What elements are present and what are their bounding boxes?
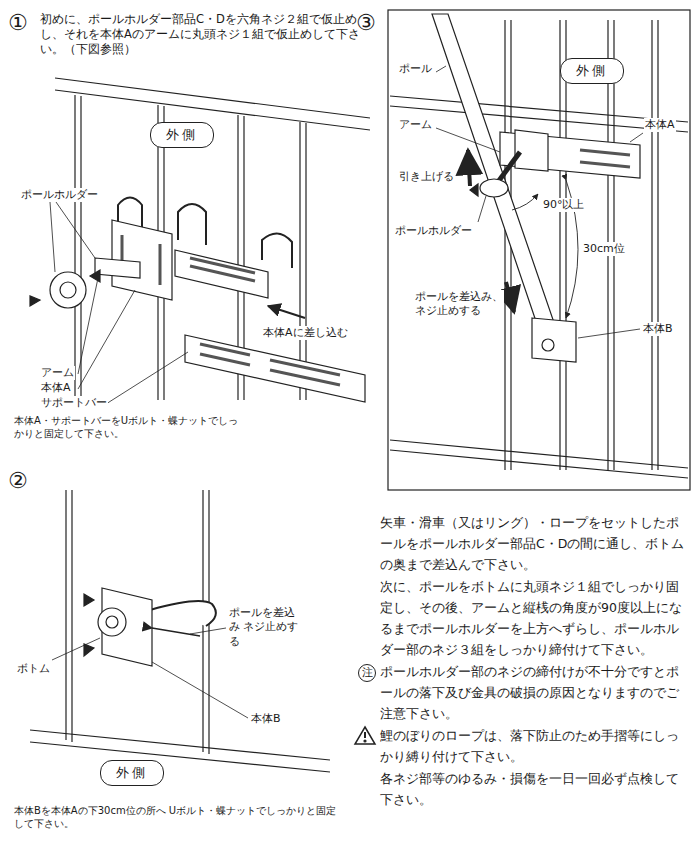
caution-mark: 注: [358, 664, 376, 682]
action-note: 本体Aに差し込む: [262, 326, 349, 340]
side-label: 外側: [116, 764, 148, 782]
support-bar-1: [185, 306, 365, 402]
caution-text: ポールホルダー部のネジの締付けが不十分ですとポールの落下及び金具の破損の原因とな…: [380, 661, 688, 724]
angle-dimension: 90°以上: [542, 198, 586, 212]
step-note: 本体A・サポートバーをUボルト・蝶ナットでしっかりと固定して下さい。: [14, 414, 244, 440]
arrows-3: [468, 150, 514, 312]
step-number: ②: [8, 470, 28, 492]
instruction-text: 矢車・滑車（又はリング）・ロープをセットしたポールをポールホルダー部品C・Dの間…: [380, 512, 688, 575]
step-note: 本体Bを本体Aの下30cm位の所へ Uボルト・蝶ナットでしっかりと固定して下さい…: [14, 804, 344, 830]
side-label: 外側: [576, 62, 608, 80]
body-a-1: [30, 220, 268, 308]
action-note: 引き上げる: [398, 170, 455, 184]
panel-frame: [388, 10, 690, 490]
part-name: 本体A: [644, 118, 676, 132]
side-tag: 外側: [150, 122, 214, 148]
part-name: ポール: [398, 62, 433, 76]
instruction-text: 次に、ポールをボトムに丸頭ネジ１組でしっかり固定し、その後、アームと縦桟の角度が…: [380, 576, 688, 660]
part-name: ポールホルダー: [20, 188, 99, 202]
body-b-2: [84, 588, 216, 666]
part-name: アーム: [398, 118, 433, 132]
side-tag: 外側: [100, 760, 164, 786]
warning-text: 鯉のぼりのロープは、落下防止のため手摺等にしっかり縛り付けて下さい。: [380, 725, 688, 767]
action-note: ポールを差込み、ネジ止めする: [414, 290, 504, 319]
step-number: ①: [8, 12, 28, 34]
length-dimension: 30cm位: [582, 242, 626, 256]
railing-2: [30, 490, 330, 772]
side-tag: 外側: [560, 58, 624, 84]
side-label: 外側: [166, 126, 198, 144]
body-a-3: [470, 130, 640, 197]
instruction-text: 各ネジ部等のゆるみ・損傷を一日一回必ず点検して下さい。: [380, 768, 688, 810]
part-name: サポートバー: [40, 396, 108, 410]
step-number: ③: [356, 12, 376, 34]
warning-triangle: [355, 727, 375, 744]
body-b-3: [532, 318, 576, 362]
leader-lines-2: [52, 628, 248, 718]
part-name: 本体B: [250, 712, 282, 726]
action-note: ポールを差込み ネジ止めする: [228, 606, 300, 649]
part-name: ポールホルダー: [394, 224, 473, 238]
railing-3: [390, 20, 688, 478]
part-name: 本体A: [40, 381, 72, 395]
part-name: 本体B: [642, 322, 674, 336]
part-name: ボトム: [16, 662, 51, 676]
step-instruction: 初めに、ポールホルダー部品C・Dを六角ネジ２組で仮止めし、それを本体Aのアームに…: [40, 12, 360, 57]
part-name: アーム: [40, 366, 75, 380]
